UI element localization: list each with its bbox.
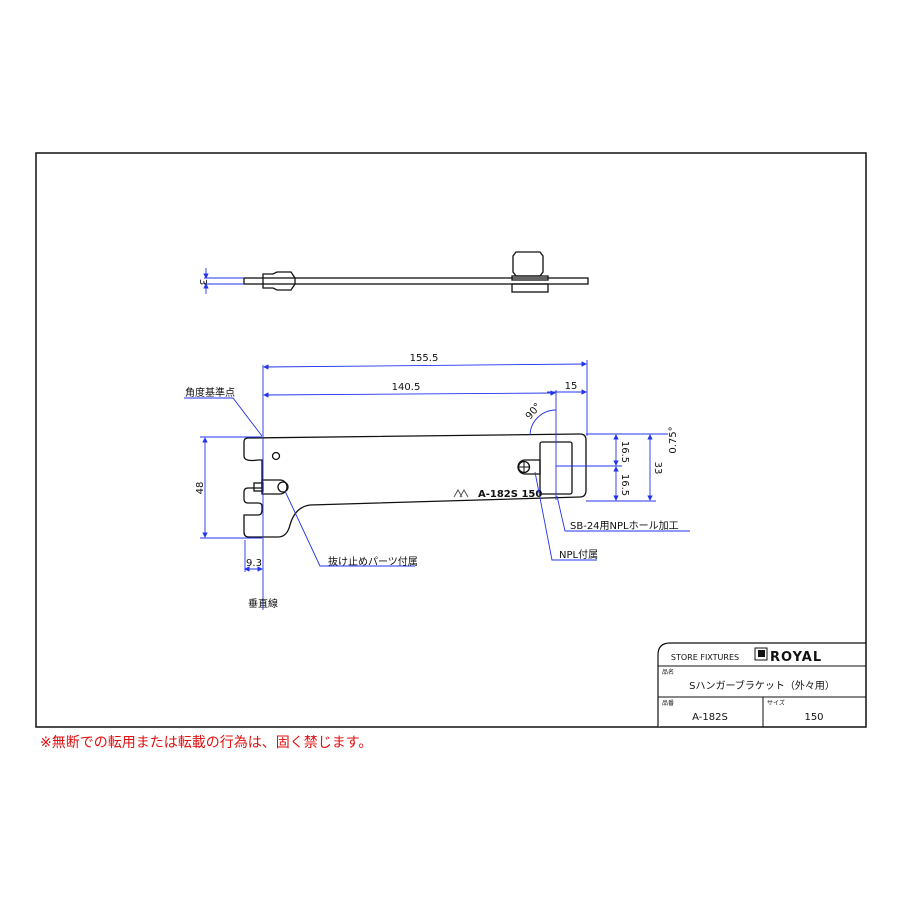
dim-upper-half: 16.5 [619, 441, 630, 463]
dim-thickness: 3 [197, 279, 208, 285]
label-angle-reference: 角度基準点 [185, 386, 235, 399]
side-view: A-182S 150 155.5 140.5 15 90° 48 9.3 16.… [184, 353, 690, 610]
dim-hook-offset: 9.3 [246, 558, 262, 569]
dim-lower-half: 16.5 [619, 474, 630, 496]
part-stamp: A-182S 150 [478, 489, 542, 500]
label-npl-included: NPL付属 [559, 548, 598, 561]
company-label: STORE FIXTURES [671, 653, 739, 662]
drawing-frame [35, 152, 867, 728]
label-vertical-line: 垂直線 [248, 597, 278, 610]
logo-mark-icon [453, 488, 469, 498]
product-name: Sハンガーブラケット（外々用） [689, 679, 835, 692]
dim-angle: 90° [524, 401, 544, 422]
label-retainer-part: 抜け止めパーツ付属 [328, 555, 418, 568]
top-view: 3 [197, 251, 589, 294]
brand-name: ROYAL [770, 650, 822, 665]
code-label: 品番 [662, 700, 674, 707]
copyright-notice: ※無断での転用または転載の行為は、固く禁じます。 [40, 735, 373, 751]
label-npl-hole: SB-24用NPLホール加工 [570, 520, 679, 532]
dim-slot-height: 33 [652, 462, 663, 475]
size-label: サイズ [767, 699, 785, 707]
dim-hole-offset: 15 [565, 381, 578, 392]
title-block: STORE FIXTURES ROYAL 品名 Sハンガーブラケット（外々用） … [657, 642, 866, 727]
dim-height: 48 [195, 482, 206, 495]
name-label: 品名 [662, 668, 674, 676]
product-code: A-182S [692, 712, 728, 723]
dim-hole-position: 140.5 [392, 382, 421, 393]
dim-tilt: 0.75° [668, 426, 679, 453]
product-size: 150 [804, 712, 823, 723]
dim-overall-length: 155.5 [410, 353, 439, 364]
